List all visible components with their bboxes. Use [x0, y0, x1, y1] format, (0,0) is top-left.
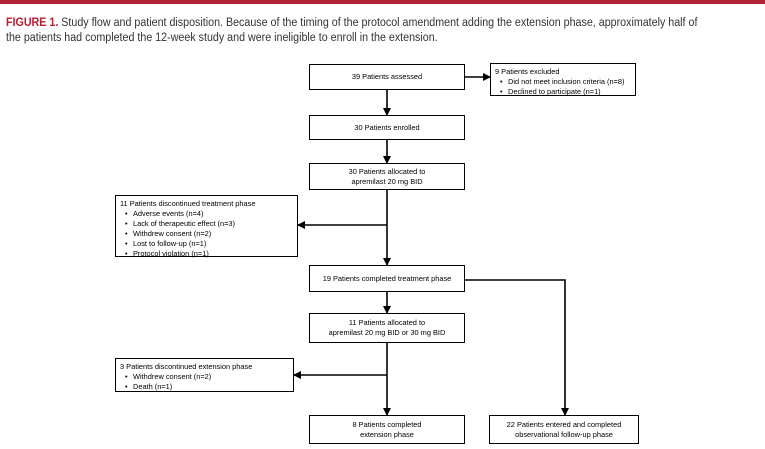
excluded-item: Did not meet inclusion criteria (n=8): [500, 77, 631, 87]
excluded-list: Did not meet inclusion criteria (n=8) De…: [495, 77, 631, 97]
enrolled-text: 30 Patients enrolled: [354, 122, 420, 132]
completed-extension-line1: 8 Patients completed: [352, 419, 422, 429]
box-allocated-1: 30 Patients allocated to apremilast 20 m…: [309, 163, 465, 190]
allocated1-line1: 30 Patients allocated to: [348, 166, 426, 176]
discontinued-treatment-item: Protocol violation (n=1): [125, 249, 293, 259]
discontinued-extension-item: Withdrew consent (n=2): [125, 372, 289, 382]
observational-line2: observational follow-up phase: [515, 429, 613, 439]
allocated1-line2: apremilast 20 mg BID: [351, 176, 423, 186]
allocated2-line2: apremilast 20 mg BID or 30 mg BID: [328, 328, 446, 337]
observational-line1: 22 Patients entered and completed: [506, 419, 622, 429]
arrow-completed-treatment-to-observational: [465, 279, 569, 416]
box-completed-treatment: 19 Patients completed treatment phase: [309, 265, 465, 292]
discontinued-extension-list: Withdrew consent (n=2) Death (n=1): [120, 372, 289, 392]
discontinued-extension-title: 3 Patients discontinued extension phase: [120, 362, 253, 371]
discontinued-treatment-item: Withdrew consent (n=2): [125, 229, 293, 239]
top-accent-rule: [0, 0, 765, 4]
box-discontinued-treatment: 11 Patients discontinued treatment phase…: [115, 195, 298, 259]
excluded-item: Declined to participate (n=1): [500, 87, 631, 97]
box-observational: 22 Patients entered and completed observ…: [489, 415, 639, 444]
discontinued-treatment-item: Lost to follow-up (n=1): [125, 239, 293, 249]
discontinued-treatment-item: Adverse events (n=4): [125, 209, 293, 219]
discontinued-extension-item: Death (n=1): [125, 382, 289, 392]
discontinued-treatment-item: Lack of therapeutic effect (n=3): [125, 219, 293, 229]
figure-caption: FIGURE 1. Study flow and patient disposi…: [6, 16, 705, 46]
figure-caption-text: Study flow and patient disposition. Beca…: [6, 17, 698, 44]
assessed-text: 39 Patients assessed: [351, 72, 423, 81]
box-discontinued-extension: 3 Patients discontinued extension phase …: [115, 358, 294, 392]
box-completed-extension: 8 Patients completed extension phase: [309, 415, 465, 444]
box-assessed: 39 Patients assessed: [309, 64, 465, 90]
allocated2-line1: 11 Patients allocated to: [348, 318, 426, 327]
discontinued-treatment-list: Adverse events (n=4) Lack of therapeutic…: [120, 209, 293, 259]
box-excluded: 9 Patients excluded Did not meet inclusi…: [490, 63, 636, 97]
box-allocated-2: 11 Patients allocated to apremilast 20 m…: [309, 313, 465, 343]
box-enrolled: 30 Patients enrolled: [309, 115, 465, 140]
figure-label: FIGURE 1.: [6, 17, 59, 29]
completed-treatment-text: 19 Patients completed treatment phase: [322, 273, 452, 283]
completed-extension-line2: extension phase: [360, 429, 414, 439]
excluded-title: 9 Patients excluded: [495, 67, 560, 76]
discontinued-treatment-title: 11 Patients discontinued treatment phase: [120, 199, 256, 208]
